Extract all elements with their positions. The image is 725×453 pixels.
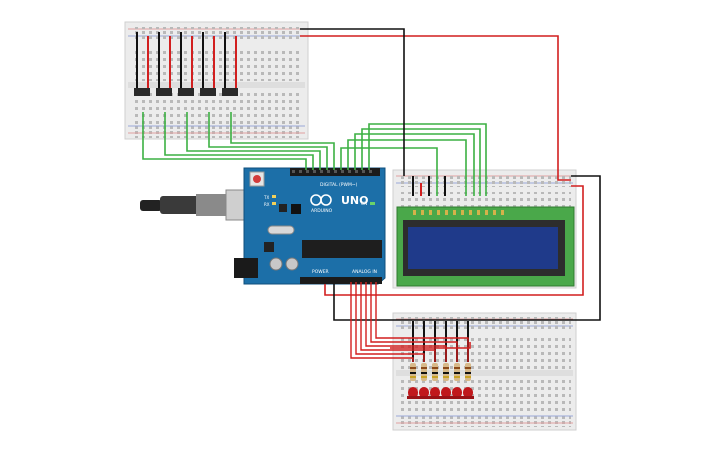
slide-switch bbox=[178, 88, 194, 96]
power-jack bbox=[234, 258, 258, 278]
lcd-screen bbox=[408, 227, 558, 269]
resistor bbox=[410, 363, 416, 381]
led-red bbox=[440, 387, 452, 399]
led-red bbox=[407, 387, 419, 399]
led-red bbox=[451, 387, 463, 399]
slide-switch bbox=[200, 88, 216, 96]
usb-cable bbox=[140, 189, 259, 221]
resistors[interactable] bbox=[410, 363, 471, 381]
power-label: POWER bbox=[312, 269, 329, 275]
led-red bbox=[418, 387, 430, 399]
slide-switch bbox=[156, 88, 172, 96]
wires-arduino-to-leds bbox=[350, 282, 469, 362]
usb-chip bbox=[279, 204, 287, 212]
voltage-regulator bbox=[264, 242, 274, 252]
led-on-label: ON bbox=[361, 201, 367, 206]
icsp-header bbox=[291, 204, 301, 214]
switch-jumpers bbox=[136, 32, 237, 88]
wires-ground bbox=[300, 28, 601, 321]
power-analog-header bbox=[300, 277, 382, 284]
wires-arduino-to-lcd bbox=[340, 123, 487, 196]
arduino-uno[interactable]: DIGITAL (PWM~) ARDUINO UNO TX RX ON POWE… bbox=[140, 167, 386, 285]
slide-switch bbox=[134, 88, 150, 96]
analog-label: ANALOG IN bbox=[352, 269, 377, 275]
wires-power bbox=[300, 35, 584, 349]
arduino-logo: ARDUINO bbox=[310, 194, 333, 214]
resistor bbox=[465, 363, 471, 381]
led-rx-label: RX bbox=[264, 202, 270, 207]
breadboard-top[interactable] bbox=[124, 21, 309, 140]
led-red bbox=[462, 387, 474, 399]
lcd-module[interactable] bbox=[396, 206, 575, 287]
logo-text: ARDUINO bbox=[311, 208, 333, 214]
led-red bbox=[429, 387, 441, 399]
digital-label: DIGITAL (PWM~) bbox=[320, 182, 358, 188]
resistor bbox=[421, 363, 427, 381]
resistor bbox=[454, 363, 460, 381]
slide-switches[interactable] bbox=[134, 88, 238, 96]
slide-switch bbox=[222, 88, 238, 96]
brand-label: UNO bbox=[341, 194, 369, 207]
capacitor bbox=[269, 257, 283, 271]
resistor bbox=[443, 363, 449, 381]
leds[interactable] bbox=[407, 387, 474, 399]
breadboard-leds[interactable] bbox=[392, 312, 577, 431]
atmega-chip bbox=[302, 240, 382, 258]
resistor bbox=[432, 363, 438, 381]
wires-switch-to-arduino bbox=[142, 112, 335, 170]
capacitor bbox=[285, 257, 299, 271]
lcd-jumpers bbox=[412, 176, 446, 196]
led-tx-label: TX bbox=[263, 195, 269, 200]
crystal bbox=[267, 225, 295, 235]
